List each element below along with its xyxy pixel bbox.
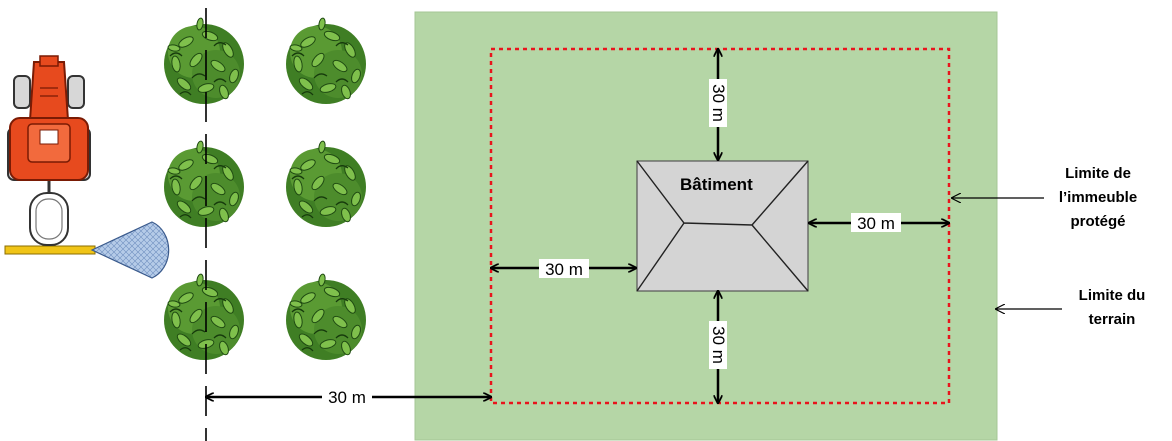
distance-left: 30 m [491, 259, 636, 279]
crop-row [163, 8, 367, 441]
bush-icon [163, 139, 245, 228]
distance-right-label: 30 m [857, 214, 895, 233]
bush-icon [285, 16, 367, 105]
protected-limit-callout: Limite de l’immeuble protégé [952, 165, 1137, 230]
land-limit-label-line2: terrain [1089, 311, 1136, 328]
spray-cone-icon [90, 221, 170, 279]
land-limit-label-line1: Limite du [1079, 287, 1146, 304]
protected-limit-label-line3: protégé [1070, 213, 1125, 230]
distance-top: 30 m [709, 49, 728, 160]
protected-limit-label-line2: l’immeuble [1059, 189, 1137, 206]
land-limit-callout: Limite du terrain [996, 287, 1145, 328]
bush-icon [163, 272, 245, 361]
distance-bottom: 30 m [709, 291, 728, 403]
tractor-icon [4, 55, 170, 279]
distance-from-row: 30 m [206, 388, 491, 407]
distance-from-row-label: 30 m [328, 388, 366, 407]
distance-top-label: 30 m [709, 84, 728, 122]
bush-icon [285, 272, 367, 361]
building: Bâtiment [636, 160, 809, 292]
distance-left-label: 30 m [545, 260, 583, 279]
building-label: Bâtiment [680, 175, 753, 194]
distance-right: 30 m [809, 213, 949, 233]
bush-icon [163, 16, 245, 105]
protected-limit-label-line1: Limite de [1065, 165, 1131, 182]
bush-icon [285, 139, 367, 228]
distance-bottom-label: 30 m [709, 326, 728, 364]
